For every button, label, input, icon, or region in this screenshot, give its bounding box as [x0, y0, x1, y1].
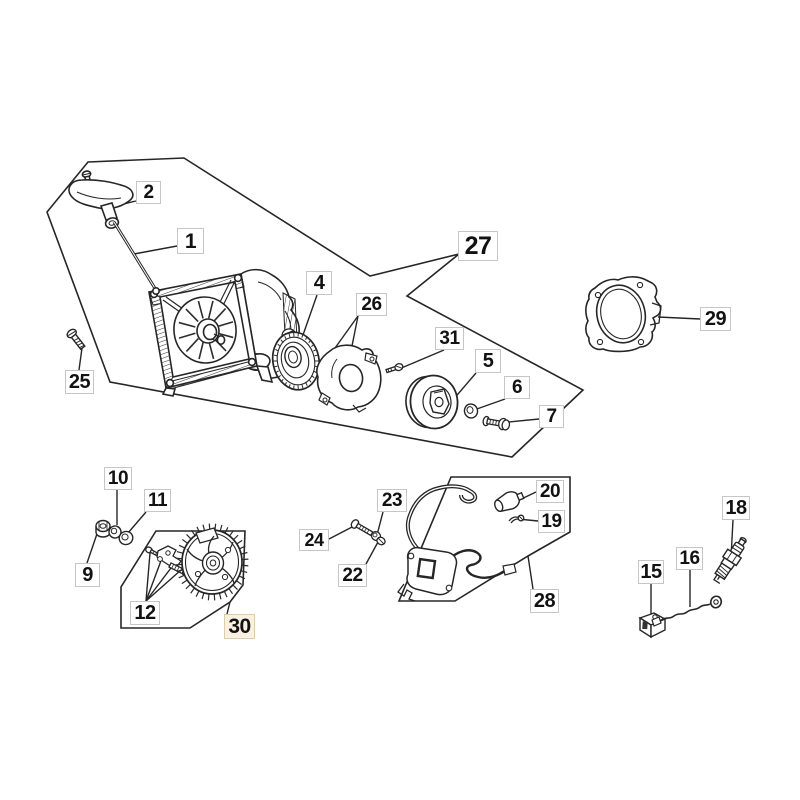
leader-line [328, 525, 355, 540]
leader-line [473, 398, 506, 411]
flywheel-group-outline [120, 530, 246, 629]
nut-washers-drawing [95, 519, 134, 546]
flywheel-drawing [175, 523, 249, 601]
leader-line [376, 511, 384, 536]
screw-31-drawing [385, 362, 404, 374]
leader-line [145, 563, 175, 602]
leader-line [226, 601, 231, 615]
leader-line [527, 555, 534, 590]
plug-cap-drawing [494, 491, 525, 513]
leader-line [78, 347, 83, 371]
leader-lines [78, 200, 734, 618]
group-outlines [46, 157, 585, 629]
ignition-coil-drawing [397, 484, 517, 602]
stop-switch-drawing [638, 612, 667, 639]
screw-25-drawing [66, 328, 86, 351]
backing-plate-drawing [585, 276, 662, 353]
leader-line [127, 511, 147, 534]
leader-line [145, 569, 182, 602]
pawl-cover-drawing [316, 344, 382, 413]
leader-line [398, 349, 445, 370]
leader-line [365, 541, 379, 565]
bolt-7-drawing [482, 415, 511, 431]
coil-screw-set-drawing [350, 519, 386, 546]
starter-housing-drawing [148, 268, 310, 397]
starter-handle-drawing [68, 170, 134, 229]
leader-line [302, 294, 318, 336]
clutch-drum-drawing [405, 374, 459, 430]
ground-wire-drawing [651, 595, 723, 627]
leader-line [145, 552, 151, 602]
leader-line [657, 316, 701, 320]
starter-pulley-drawing [271, 328, 321, 391]
washer-6-drawing [463, 403, 479, 419]
starter-group-outline [46, 157, 585, 458]
leader-line [145, 557, 163, 602]
starter-rope-drawing [112, 221, 158, 291]
leader-line [133, 245, 178, 255]
cap-terminal-drawing [508, 514, 525, 524]
spark-plug-drawing [713, 536, 747, 585]
